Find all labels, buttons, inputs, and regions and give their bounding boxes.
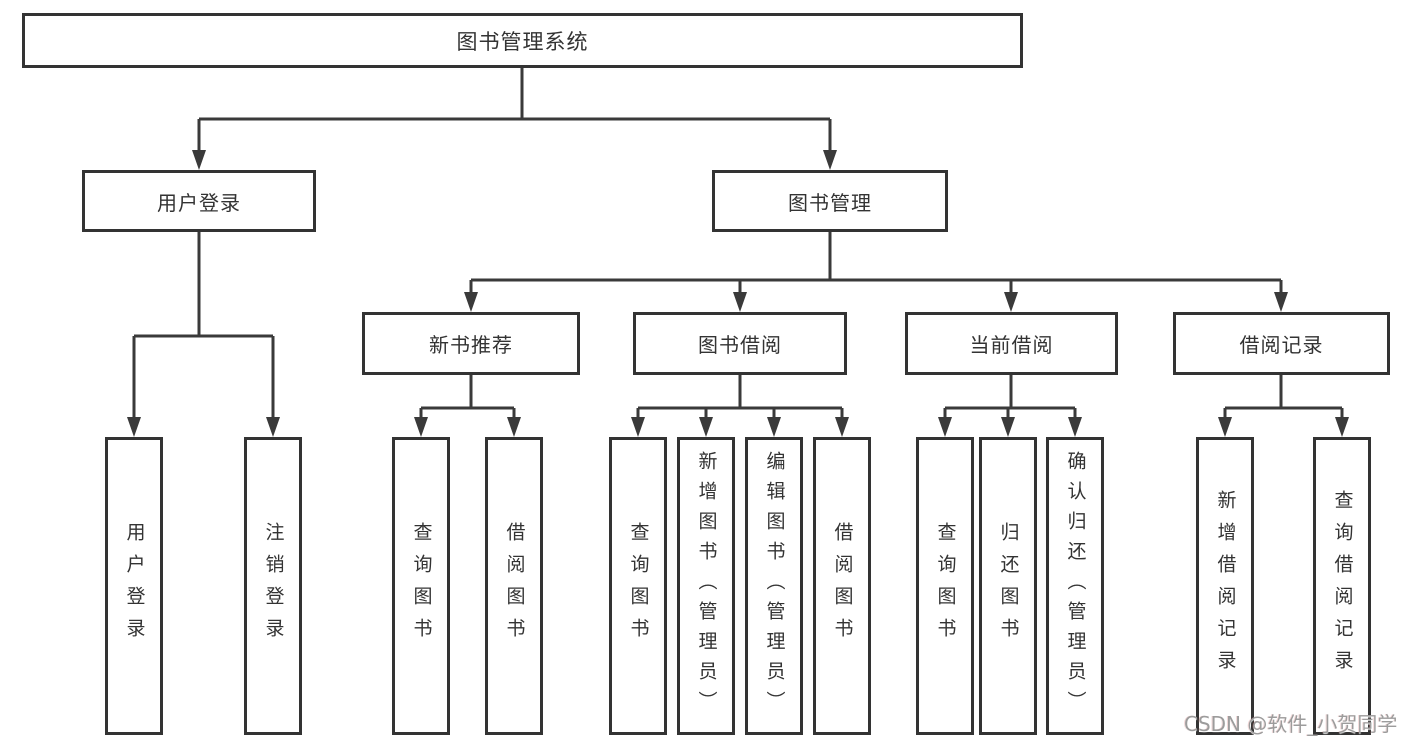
node-book-management: 图书管理 [712,170,948,232]
leaf-query-books-borrowing: 查询图书 [609,437,667,735]
leaf-label: 查询图书 [934,522,957,650]
leaf-label: 查询图书 [627,522,650,650]
node-label: 图书借阅 [698,333,782,357]
node-borrowing-records: 借阅记录 [1173,312,1390,375]
leaf-query-borrow-record: 查询借阅记录 [1313,437,1371,735]
node-label: 新书推荐 [429,333,513,357]
csdn-watermark: CSDN @软件_小贺同学 [1184,712,1398,736]
leaf-borrow-books-borrowing: 借阅图书 [813,437,871,735]
leaf-label: 查询借阅记录 [1331,490,1354,682]
leaf-query-books-current: 查询图书 [916,437,974,735]
leaf-label: 用户登录 [123,522,146,650]
node-user-login: 用户登录 [82,170,316,232]
leaf-label: 新增图书（管理员） [695,451,718,721]
leaf-add-borrow-record: 新增借阅记录 [1196,437,1254,735]
node-label: 借阅记录 [1239,333,1324,357]
leaf-edit-books-admin: 编辑图书（管理员） [745,437,803,735]
node-new-book-recommend: 新书推荐 [362,312,580,375]
node-book-borrowing: 图书借阅 [633,312,847,375]
node-current-borrowing: 当前借阅 [905,312,1118,375]
node-label: 用户登录 [157,190,241,215]
leaf-label: 新增借阅记录 [1214,490,1237,682]
leaf-query-books-recommend: 查询图书 [392,437,450,735]
leaf-return-books: 归还图书 [979,437,1037,735]
leaf-label: 编辑图书（管理员） [763,451,786,721]
leaf-label: 确认归还（管理员） [1064,451,1087,721]
leaf-confirm-return-admin: 确认归还（管理员） [1046,437,1104,735]
leaf-borrow-books-recommend: 借阅图书 [485,437,543,735]
leaf-label: 归还图书 [997,522,1020,650]
node-label: 图书管理 [788,190,872,215]
leaf-add-books-admin: 新增图书（管理员） [677,437,735,735]
node-library-management-system: 图书管理系统 [22,13,1023,68]
leaf-label: 注销登录 [262,522,285,650]
node-label: 当前借阅 [969,333,1054,357]
leaf-user-login: 用户登录 [105,437,163,735]
leaf-label: 查询图书 [410,522,433,650]
leaf-label: 借阅图书 [503,522,526,650]
node-label: 图书管理系统 [456,29,589,54]
leaf-label: 借阅图书 [831,522,854,650]
leaf-logout-login: 注销登录 [244,437,302,735]
